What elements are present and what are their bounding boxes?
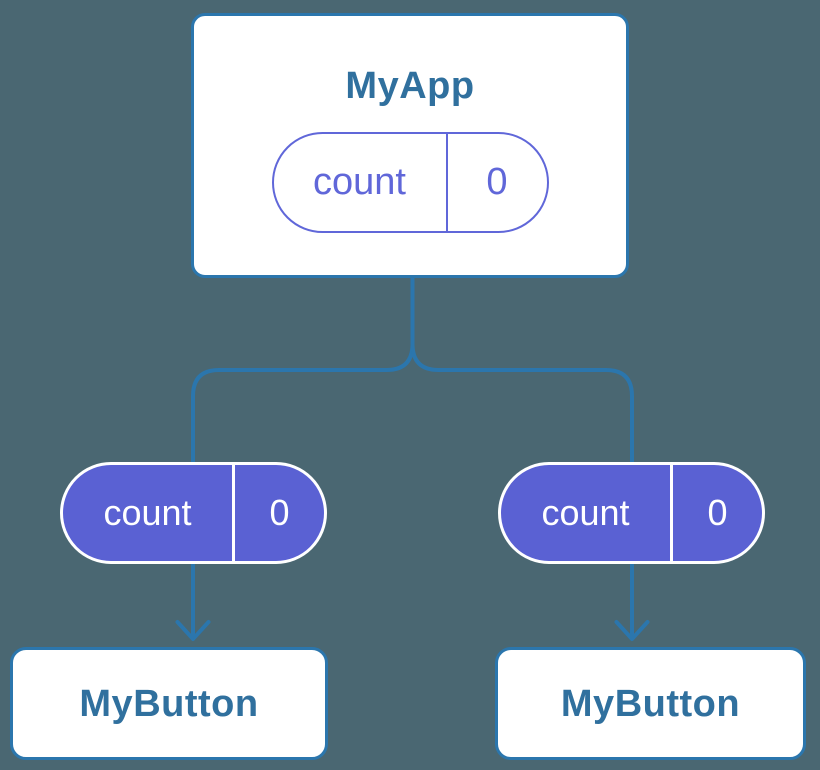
state-pill-root-value: 0 <box>445 134 547 231</box>
prop-pill-right-label: count <box>541 492 630 533</box>
node-mybutton-left-title: MyButton <box>79 682 259 725</box>
arrowhead-left-icon <box>175 620 211 641</box>
state-pill-root-label: count <box>313 161 406 203</box>
connector-root-to-left-child <box>191 276 415 465</box>
prop-pill-left-value: 0 <box>232 465 324 561</box>
node-mybutton-left: MyButton <box>10 647 328 760</box>
prop-pill-right-value: 0 <box>670 465 762 561</box>
connector-root-to-right-child <box>410 276 634 465</box>
node-mybutton-right-title: MyButton <box>560 682 741 725</box>
arrowhead-right-icon <box>614 620 650 641</box>
prop-pill-left-label: count <box>103 492 192 533</box>
prop-pill-right: count 0 <box>498 462 765 564</box>
node-myapp-title: MyApp <box>345 65 475 107</box>
state-pill-root: count 0 <box>271 132 549 233</box>
prop-pill-left: count 0 <box>60 462 327 564</box>
node-myapp: MyApp count 0 <box>191 13 629 278</box>
node-mybutton-right: MyButton <box>495 647 806 760</box>
